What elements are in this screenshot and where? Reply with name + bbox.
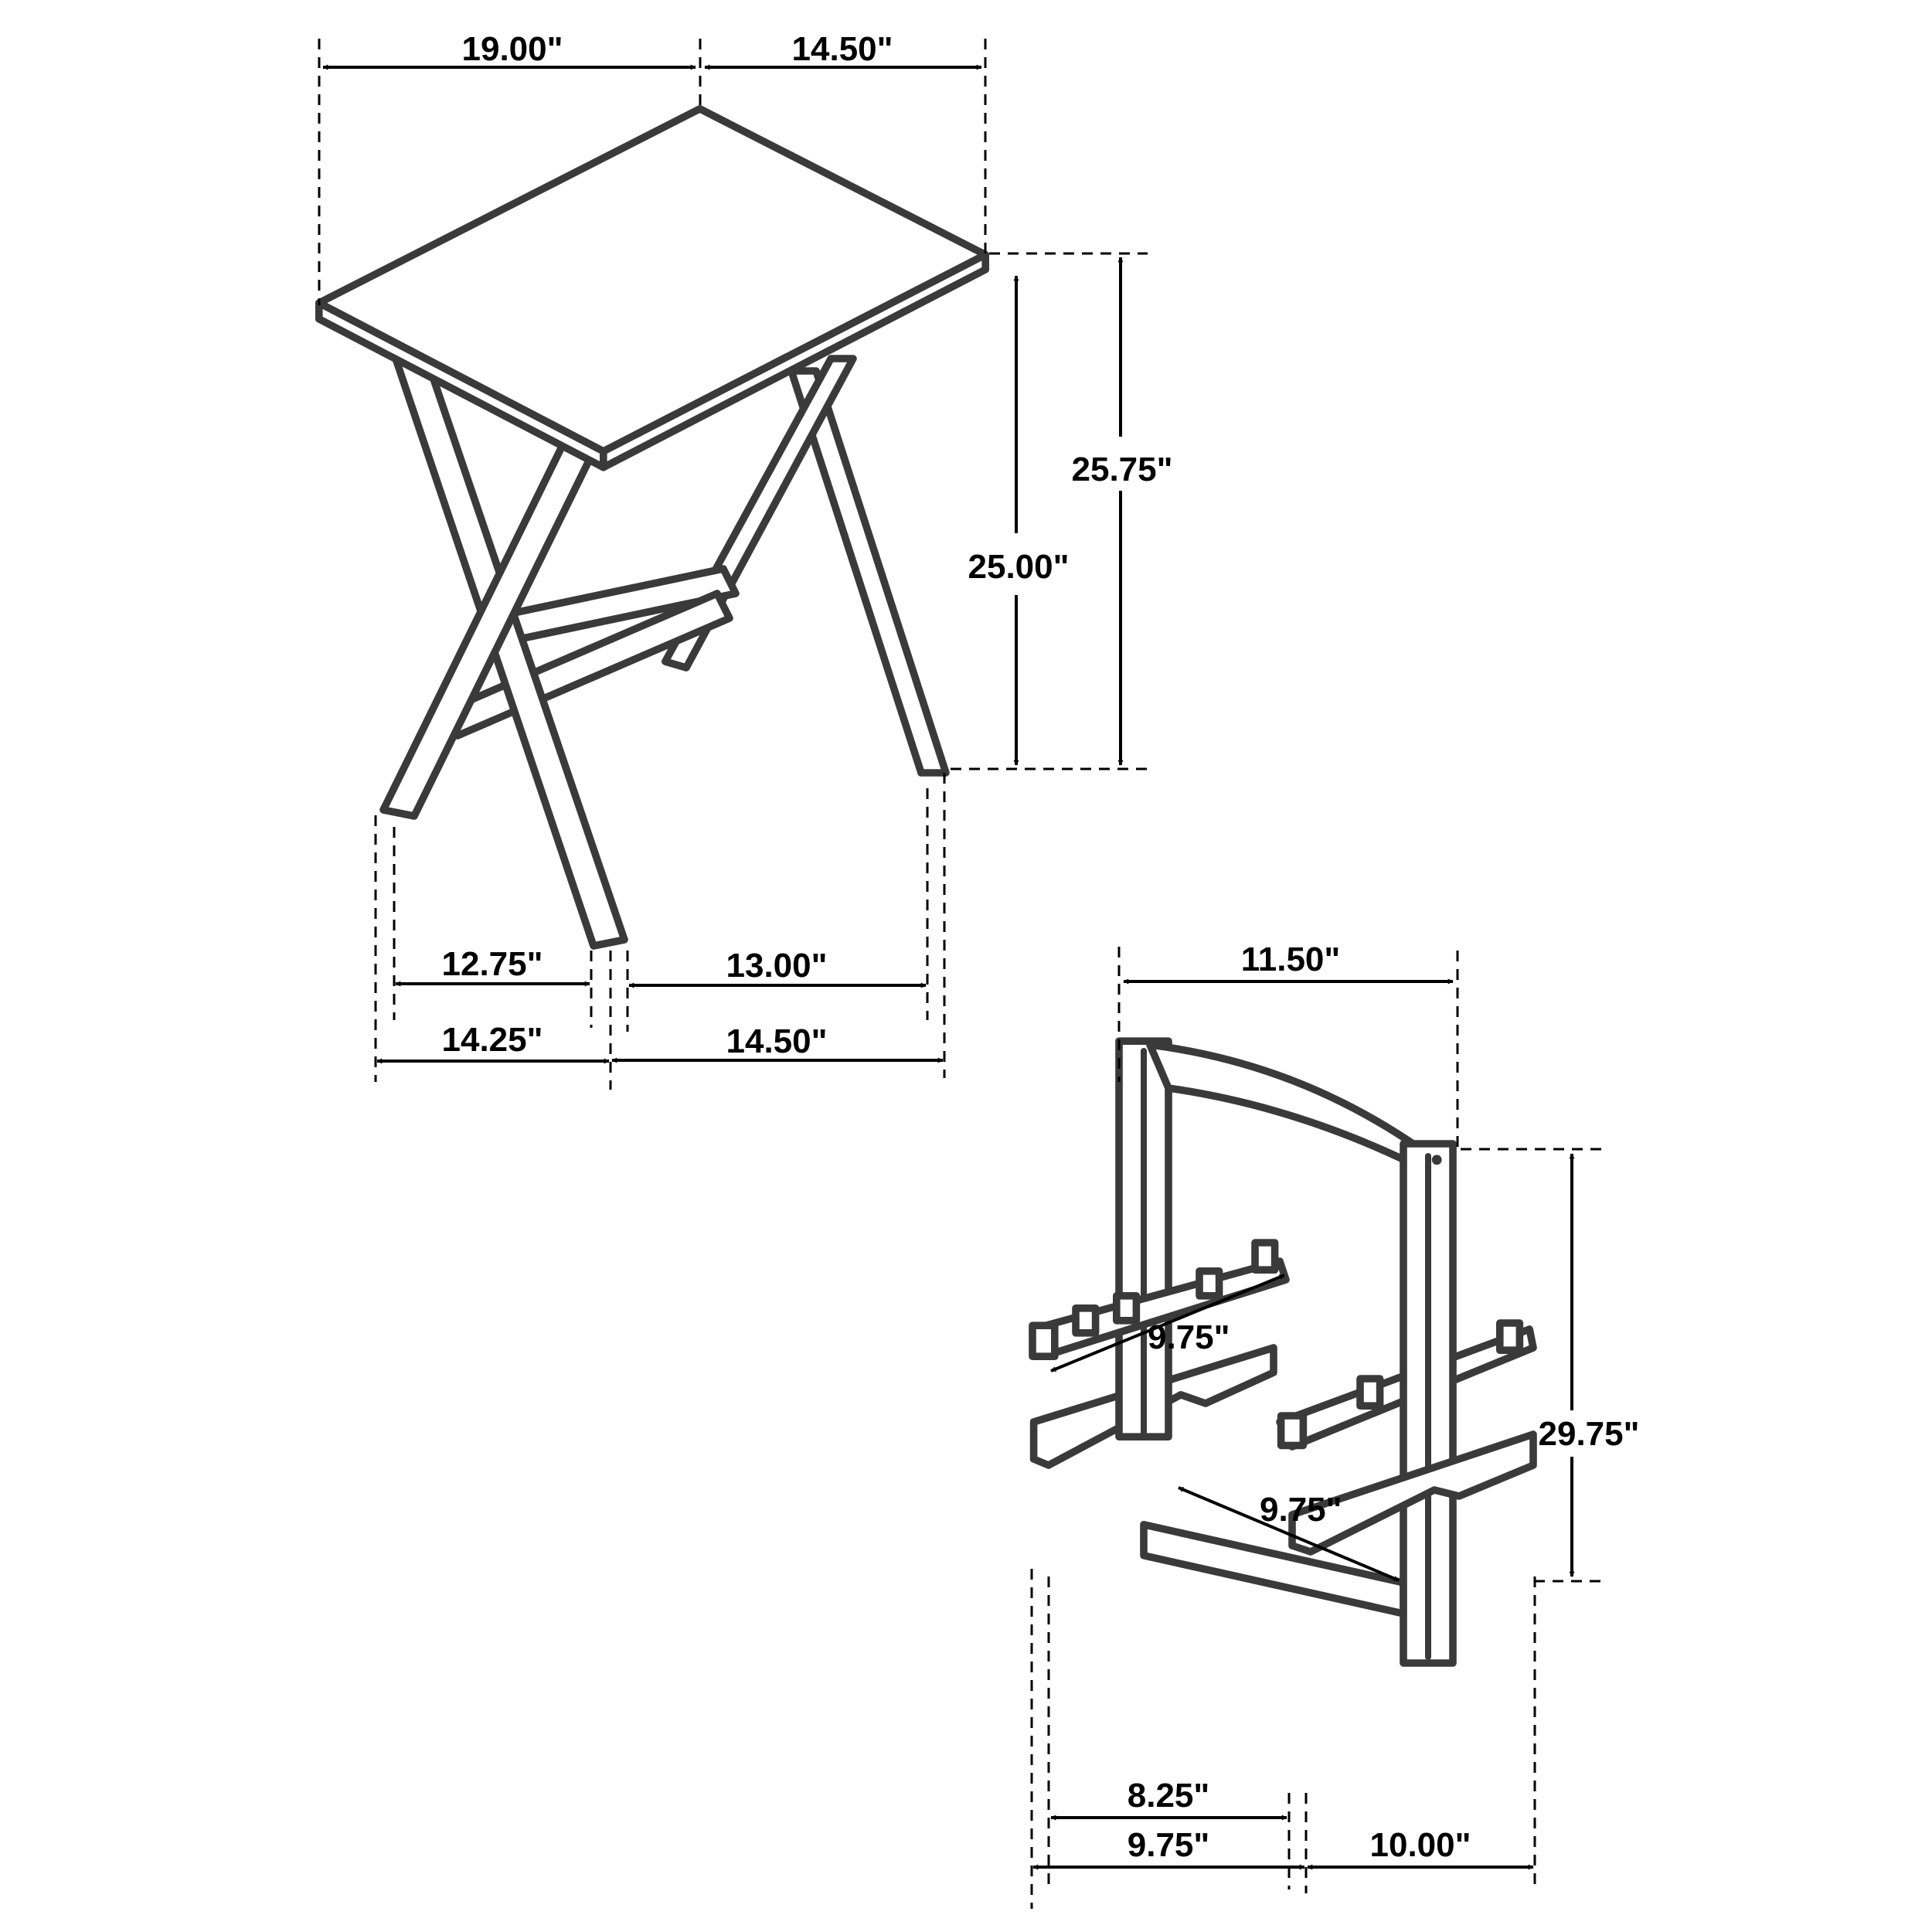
dim-lower-rail: 9.75" <box>1260 1491 1342 1529</box>
dim-base-outer: 9.75" <box>1128 1826 1210 1864</box>
dim-overall-height: 25.75" <box>1072 451 1173 488</box>
dim-leg-span-inner-left: 12.75" <box>442 945 543 983</box>
dim-top-length: 19.00" <box>462 30 563 68</box>
dim-base-inner: 8.25" <box>1128 1777 1210 1815</box>
dim-foot-length: 10.00" <box>1370 1826 1471 1864</box>
dim-leg-span-outer-left: 14.25" <box>442 1021 543 1059</box>
dim-leg-span-outer-right: 14.50" <box>726 1022 828 1060</box>
tray-table-drawing <box>315 105 990 950</box>
stand-dimensions: 11.50" 29.75" 9.75" 9.75" 8.25" 9.75" 10… <box>1030 940 1640 1909</box>
dim-stand-width: 11.50" <box>1241 940 1341 978</box>
dim-leg-span-inner-right: 13.00" <box>726 947 828 985</box>
dim-leg-height: 25.00" <box>968 548 1070 586</box>
dim-top-width: 14.50" <box>792 30 893 68</box>
dim-upper-rack: 9.75" <box>1148 1318 1230 1356</box>
dim-stand-height: 29.75" <box>1539 1415 1640 1453</box>
stand-drawing <box>1029 1037 1537 1667</box>
tray-table-dimensions: 19.00" 14.50" 25.00" 25.75" 12.75" 13.00… <box>318 30 1173 1090</box>
